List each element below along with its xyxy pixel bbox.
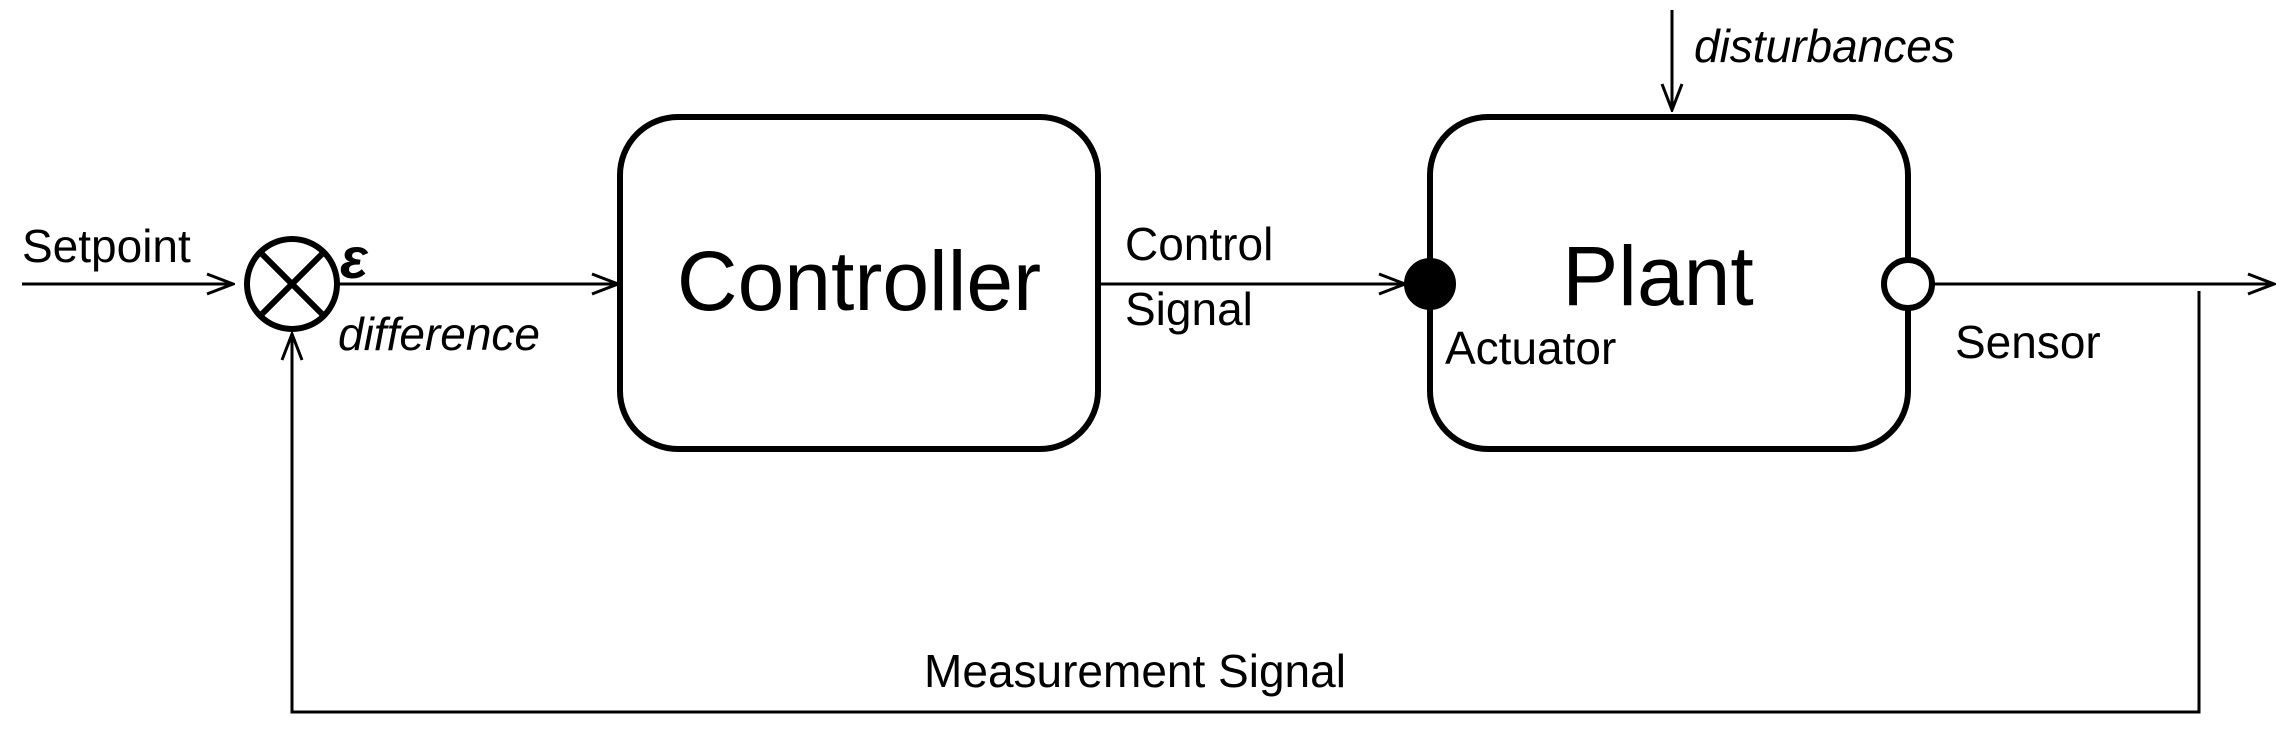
sensor-label: Sensor — [1955, 316, 2101, 368]
actuator-port — [1404, 258, 1456, 310]
control-signal-label-line2: Signal — [1125, 283, 1253, 335]
control-signal-label-line1: Control — [1125, 218, 1273, 270]
sensor-port — [1881, 257, 1935, 311]
controller-label: Controller — [677, 234, 1041, 328]
plant-label: Plant — [1562, 229, 1753, 323]
disturbances-label: disturbances — [1694, 20, 1955, 72]
difference-label: difference — [338, 308, 540, 360]
feedback-path — [292, 291, 2201, 714]
controller-block — [617, 114, 1101, 452]
summing-junction — [244, 236, 340, 332]
actuator-label: Actuator — [1445, 322, 1616, 374]
measurement-signal-label: Measurement Signal — [924, 645, 1346, 697]
setpoint-label: Setpoint — [22, 220, 191, 272]
epsilon-symbol: ε — [340, 226, 369, 291]
